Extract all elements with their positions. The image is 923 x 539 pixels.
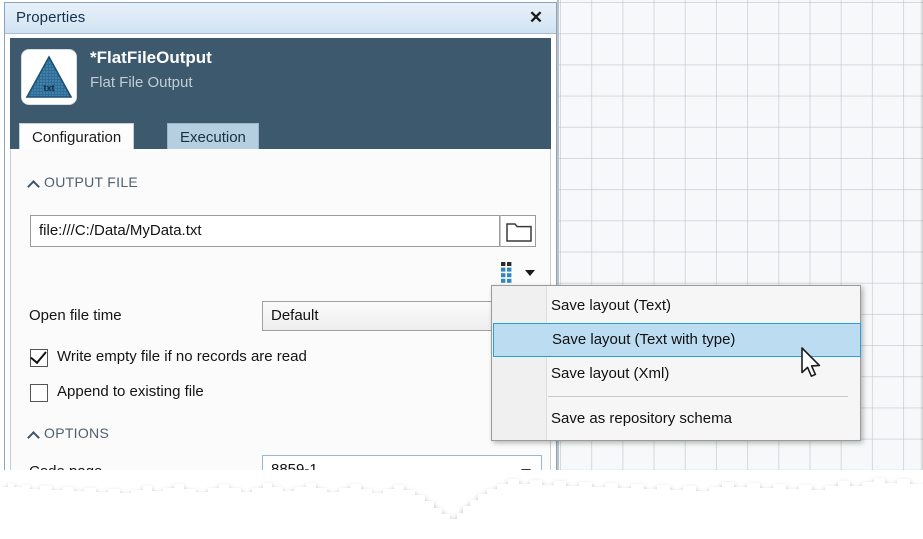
checkbox-write-empty-file-label: Write empty file if no records are read: [57, 348, 307, 365]
chevron-down-icon: [525, 270, 535, 276]
menu-item-save-layout-xml[interactable]: Save layout (Xml): [551, 365, 670, 382]
node-subtitle: Flat File Output: [90, 74, 193, 91]
browse-folder-button[interactable]: [500, 215, 536, 247]
properties-panel: Properties ✕ txt *FlatFileOutput: [4, 2, 557, 494]
section-header-options[interactable]: OPTIONS: [28, 425, 109, 441]
code-page-value: 8859-1: [271, 461, 318, 478]
menu-item-save-layout-text-with-type[interactable]: Save layout (Text with type): [493, 323, 861, 357]
menu-separator: [548, 396, 848, 397]
chevron-up-icon: [28, 179, 41, 188]
menu-item-save-as-repository-schema[interactable]: Save as repository schema: [551, 410, 732, 427]
tab-strip: Configuration Execution: [10, 120, 551, 152]
close-icon[interactable]: ✕: [528, 8, 544, 27]
save-layout-dropdown-button[interactable]: [500, 260, 544, 286]
checkbox-box: [30, 384, 48, 402]
tab-configuration[interactable]: Configuration: [19, 123, 135, 152]
section-header-output-file-label: OUTPUT FILE: [44, 174, 139, 190]
grid-icon: [501, 262, 512, 283]
save-layout-context-menu: Save layout (Text) Save layout (Text wit…: [491, 285, 861, 441]
flat-file-icon: txt: [22, 50, 76, 104]
menu-item-save-layout-text[interactable]: Save layout (Text): [551, 297, 672, 314]
panel-body: OUTPUT FILE file:///C:/Data/MyData.txt: [10, 149, 551, 493]
open-file-time-label: Open file time: [29, 307, 122, 324]
code-page-select[interactable]: 8859-1: [262, 455, 542, 486]
tab-execution[interactable]: Execution: [167, 123, 259, 151]
svg-text:txt: txt: [44, 83, 55, 93]
chevron-up-icon: [28, 430, 41, 439]
node-header: txt *FlatFileOutput Flat File Output: [10, 38, 551, 120]
chevron-down-icon: [521, 469, 531, 475]
check-icon: [30, 346, 47, 365]
code-page-label: Code page: [29, 463, 103, 480]
menu-icon-gutter: [492, 286, 547, 440]
checkbox-append-existing-file-label: Append to existing file: [57, 383, 204, 400]
panel-titlebar: Properties ✕: [5, 3, 556, 34]
panel-title: Properties: [16, 9, 86, 26]
section-header-output-file[interactable]: OUTPUT FILE: [28, 174, 138, 190]
node-title: *FlatFileOutput: [90, 48, 212, 67]
section-header-options-label: OPTIONS: [44, 425, 110, 441]
output-file-path-input[interactable]: file:///C:/Data/MyData.txt: [30, 215, 500, 247]
checkbox-box: [30, 346, 48, 367]
